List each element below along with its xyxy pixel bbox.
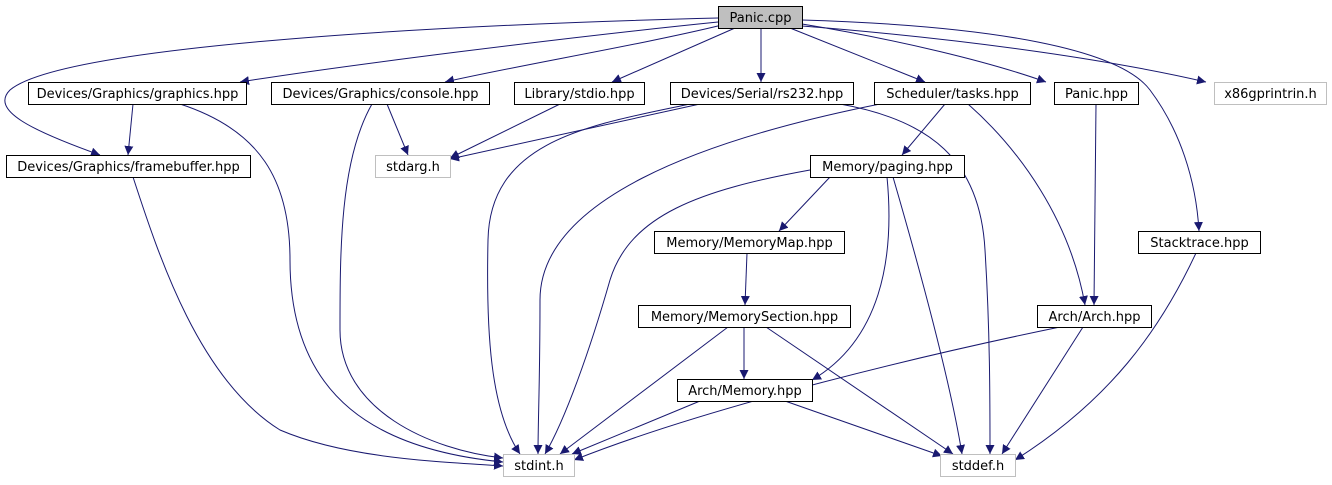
node-x86gprintrin-h: x86gprintrin.h [1214,82,1327,105]
node-label: stdint.h [514,459,563,474]
edge-graphics-hpp-to-framebuffer-hpp [124,103,134,156]
edge-arch-hpp-to-stddef-h [1001,326,1084,455]
edge-tasks-hpp-to-paging-hpp [901,103,946,156]
node-box [654,231,845,254]
node-label: Library/stdio.hpp [524,87,634,102]
node-console-hpp[interactable]: Devices/Graphics/console.hpp [271,82,490,105]
node-arch-hpp[interactable]: Arch/Arch.hpp [1037,305,1152,328]
edge-paging-hpp-to-memorymap-hpp [778,176,831,232]
node-box [718,6,803,29]
node-memory-hpp[interactable]: Arch/Memory.hpp [677,379,813,402]
node-label: Arch/Arch.hpp [1049,310,1141,325]
node-box [810,155,965,178]
edge-paging-hpp-to-stddef-h [892,176,965,455]
edge-panic-cpp-to-x86gprintrin-h [801,25,1207,85]
node-graphics-hpp[interactable]: Devices/Graphics/graphics.hpp [28,82,247,105]
edge-tasks-hpp-to-stdint-h [533,103,881,455]
edge-rs232-hpp-to-stddef-h [839,103,995,455]
node-label: Arch/Memory.hpp [688,384,802,399]
edge-panic-cpp-to-tasks-hpp [789,27,926,83]
node-stddef-h: stddef.h [940,454,1016,477]
node-box [1138,231,1261,254]
edge-graphics-hpp-to-stdint-h [179,103,504,466]
edge-memorysection-hpp-to-stdint-h [559,326,729,455]
node-stdarg-h: stdarg.h [375,155,451,178]
node-label: Memory/MemoryMap.hpp [666,236,832,251]
node-box [1214,82,1327,105]
edge-panic-cpp-to-stacktrace-hpp [801,19,1203,232]
edge-stacktrace-hpp-to-stddef-h [1014,252,1197,461]
node-stacktrace-hpp[interactable]: Stacktrace.hpp [1138,231,1261,254]
node-paging-hpp[interactable]: Memory/paging.hpp [810,155,965,178]
edge-memory-hpp-to-stddef-h [784,400,943,458]
edge-memorysection-hpp-to-stddef-h [765,326,954,455]
node-box [503,454,575,477]
edge-rs232-hpp-to-stdint-h [487,103,691,455]
edge-tasks-hpp-to-arch-hpp [967,103,1088,306]
node-label: stddef.h [952,459,1004,474]
node-label: Devices/Serial/rs232.hpp [681,87,844,102]
node-label: x86gprintrin.h [1224,87,1317,102]
node-box [638,305,851,328]
node-label: Devices/Graphics/graphics.hpp [37,87,239,102]
node-label: Devices/Graphics/console.hpp [283,87,479,102]
edge-console-hpp-to-stdint-h [339,103,504,462]
node-box [6,155,251,178]
node-label: Memory/MemorySection.hpp [651,310,838,325]
edge-arch-hpp-to-stdint-h [573,326,1061,461]
edge-panic-cpp-to-stdio-hpp [611,27,736,83]
node-box [28,82,247,105]
node-memorysection-hpp[interactable]: Memory/MemorySection.hpp [638,305,851,328]
node-framebuffer-hpp[interactable]: Devices/Graphics/framebuffer.hpp [6,155,251,178]
edge-panic-cpp-to-console-hpp [444,24,723,85]
node-label: Panic.hpp [1065,87,1128,102]
node-label: Memory/paging.hpp [822,160,953,175]
node-stdio-hpp[interactable]: Library/stdio.hpp [514,82,645,105]
edge-panic-hpp-to-arch-hpp [1089,103,1099,306]
edge-panic-cpp-to-panic-hpp [801,23,1047,84]
node-tasks-hpp[interactable]: Scheduler/tasks.hpp [874,82,1031,105]
edge-panic-cpp-to-graphics-hpp [239,21,719,86]
edge-paging-hpp-to-stdint-h [544,169,811,455]
node-label: Devices/Graphics/framebuffer.hpp [17,160,239,175]
node-box [514,82,645,105]
node-box [1054,82,1139,105]
edge-rs232-hpp-to-stdarg-h [449,103,701,162]
node-box [677,379,813,402]
node-label: stdarg.h [386,160,440,175]
edge-memory-hpp-to-stdint-h [571,400,701,455]
node-panic-hpp[interactable]: Panic.hpp [1054,82,1139,105]
edge-stdio-hpp-to-stdarg-h [449,103,561,159]
node-label: Panic.cpp [729,11,791,26]
node-panic-cpp: Panic.cpp [718,6,803,29]
node-box [940,454,1016,477]
node-box [874,82,1031,105]
edge-panic-cpp-to-framebuffer-hpp [4,17,719,157]
node-box [375,155,451,178]
node-stdint-h: stdint.h [503,454,575,477]
edges-layer [4,17,1207,470]
node-label: Scheduler/tasks.hpp [886,87,1018,102]
node-box [670,82,854,105]
node-box [271,82,490,105]
edge-framebuffer-hpp-to-stdint-h [132,176,504,470]
node-box [1037,305,1152,328]
edge-paging-hpp-to-memory-hpp [811,176,890,381]
node-label: Stacktrace.hpp [1150,236,1248,251]
edge-memorymap-hpp-to-memorysection-hpp [740,252,750,306]
edge-console-hpp-to-stdarg-h [386,103,409,156]
node-rs232-hpp[interactable]: Devices/Serial/rs232.hpp [670,82,854,105]
node-memorymap-hpp[interactable]: Memory/MemoryMap.hpp [654,231,845,254]
